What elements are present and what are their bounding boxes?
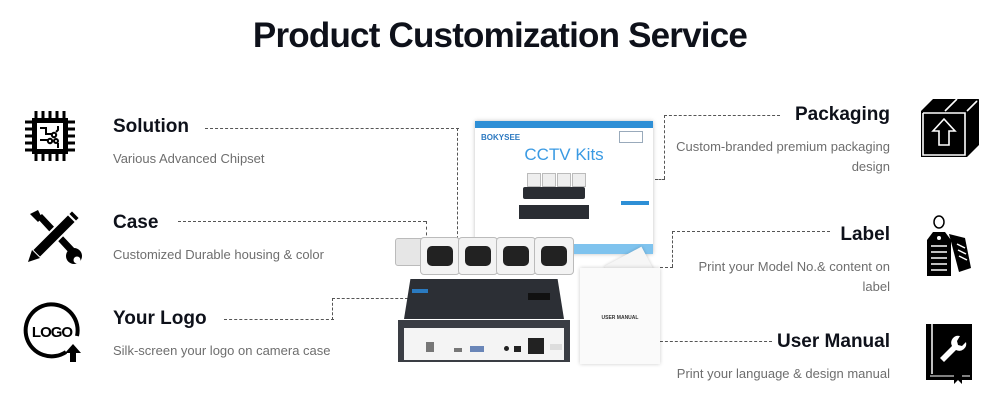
lan-port xyxy=(514,346,521,352)
power-port xyxy=(504,346,509,351)
connector-user-manual xyxy=(655,341,772,342)
connector-solution xyxy=(205,128,459,129)
box-camera xyxy=(557,173,571,187)
connector-label xyxy=(672,231,830,232)
page-title: Product Customization Service xyxy=(252,16,748,55)
camera-image xyxy=(458,237,498,275)
box-camera xyxy=(527,173,541,187)
feature-desc-packaging: Custom-branded premium packaging design xyxy=(676,139,890,174)
feature-title-label: Label xyxy=(840,224,890,245)
feature-title-packaging: Packaging xyxy=(794,104,890,125)
feature-title-solution: Solution xyxy=(113,116,189,137)
connector-case xyxy=(178,221,426,222)
connector-packaging-drop xyxy=(664,115,665,179)
feature-desc-case: Customized Durable housing & color xyxy=(113,247,324,262)
box-nvr-back xyxy=(519,205,589,219)
box-camera xyxy=(572,173,586,187)
connector-packaging-end xyxy=(655,179,665,180)
connector-label-drop xyxy=(672,231,673,267)
tag-label-icon xyxy=(925,214,973,278)
feature-desc-user-manual: Print your language & design manual xyxy=(676,366,890,381)
feature-desc-solution: Various Advanced Chipset xyxy=(113,151,265,166)
poe-ports xyxy=(528,338,544,354)
connector-logo-top xyxy=(332,298,408,299)
label-sticker xyxy=(550,344,562,350)
feature-desc-your-logo: Silk-screen your logo on camera case xyxy=(113,343,331,358)
connector-label-end xyxy=(660,267,673,268)
camera-image xyxy=(534,237,574,275)
box-title: CCTV Kits xyxy=(524,145,604,164)
connector-packaging xyxy=(664,115,780,116)
box-nvr xyxy=(523,187,585,199)
box-camera xyxy=(542,173,556,187)
product-box-image: BOKYSEE CCTV Kits xyxy=(475,121,653,254)
nvr-back-panel xyxy=(404,328,564,360)
box-top-band xyxy=(475,121,653,128)
feature-desc-label: Print your Model No.& content on label xyxy=(698,259,891,294)
manual-label: USER MANUAL xyxy=(601,315,639,321)
nvr-display xyxy=(528,293,550,300)
box-brand: BOKYSEE xyxy=(481,133,521,142)
feature-title-case: Case xyxy=(113,212,159,233)
hdmi-port xyxy=(454,348,462,352)
connector-solution-drop xyxy=(457,128,458,244)
tools-icon xyxy=(22,204,84,266)
nvr-brand-strip xyxy=(412,289,428,293)
box-tag xyxy=(621,201,649,205)
user-manual-image: USER MANUAL xyxy=(580,268,660,364)
connector-case-drop xyxy=(426,221,427,241)
package-box-icon xyxy=(917,97,983,159)
feature-title-user-manual: User Manual xyxy=(777,331,890,352)
logo-upload-icon: LOGO xyxy=(22,300,84,364)
vga-port xyxy=(470,346,484,352)
usb-port xyxy=(426,342,434,352)
connector-logo-rise xyxy=(332,298,333,320)
connector-logo xyxy=(224,319,334,320)
nvr-front-image xyxy=(404,279,564,319)
feature-title-your-logo: Your Logo xyxy=(113,308,207,329)
camera-image xyxy=(496,237,536,275)
manual-book-icon xyxy=(924,322,974,384)
chip-icon xyxy=(22,108,78,164)
nvr-back-image xyxy=(398,320,570,362)
camera-image xyxy=(420,237,460,275)
box-badge xyxy=(619,131,643,143)
svg-text:LOGO: LOGO xyxy=(32,324,73,341)
